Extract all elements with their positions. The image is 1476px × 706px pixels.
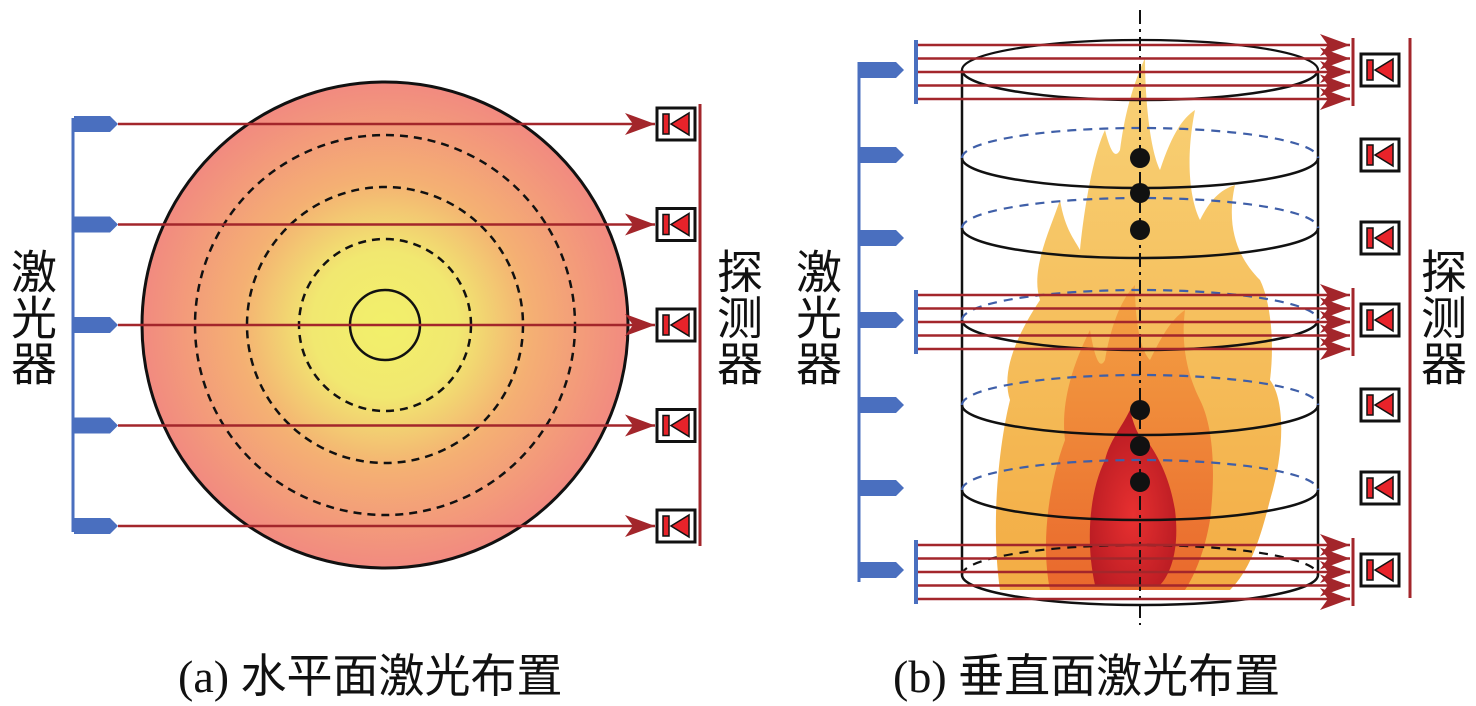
detector — [655, 207, 697, 242]
section-ellipse — [960, 373, 1320, 406]
laser-emitter — [860, 62, 904, 78]
detector-label-a: 探测器 — [710, 248, 764, 386]
measure-point — [1130, 436, 1150, 456]
detector — [1359, 387, 1401, 423]
detector-label-b: 探测器 — [1414, 248, 1468, 386]
detector — [655, 106, 697, 142]
laser-emitter — [74, 417, 118, 434]
flame-icon — [995, 58, 1282, 590]
measure-point — [1130, 220, 1150, 240]
detector — [1359, 470, 1401, 506]
detector — [1359, 52, 1401, 88]
laser-emitter — [74, 317, 118, 333]
detector — [1359, 552, 1401, 588]
caption-b: (b) 垂直面激光布置 — [893, 651, 1281, 702]
laser-emitter — [860, 312, 904, 328]
detector — [1359, 137, 1401, 173]
detector — [1359, 302, 1401, 338]
section-ellipse — [960, 489, 1320, 522]
measure-point — [1130, 472, 1150, 492]
detector — [655, 508, 697, 544]
caption-a: (a) 水平面激光布置 — [178, 651, 563, 702]
laser-emitter — [74, 518, 118, 534]
laser-emitter — [860, 562, 904, 578]
detector — [655, 408, 697, 443]
measure-point — [1130, 400, 1150, 420]
laser-emitter — [860, 397, 904, 413]
laser-emitter — [860, 230, 904, 246]
section-ellipse — [960, 458, 1320, 491]
laser-emitter — [860, 147, 904, 163]
laser-label-b: 激光器 — [789, 248, 843, 386]
laser-emitter — [74, 216, 118, 233]
panel-a-horizontal — [71, 80, 702, 570]
measure-point — [1130, 148, 1150, 168]
measurement-points — [1130, 148, 1150, 492]
laser-emitter — [860, 480, 904, 496]
detector — [655, 307, 697, 343]
measure-point — [1130, 183, 1150, 203]
detector — [1359, 220, 1401, 256]
laser-emitter — [74, 116, 118, 132]
panel-b-vertical — [857, 10, 1412, 625]
laser-label-a: 激光器 — [4, 248, 58, 386]
